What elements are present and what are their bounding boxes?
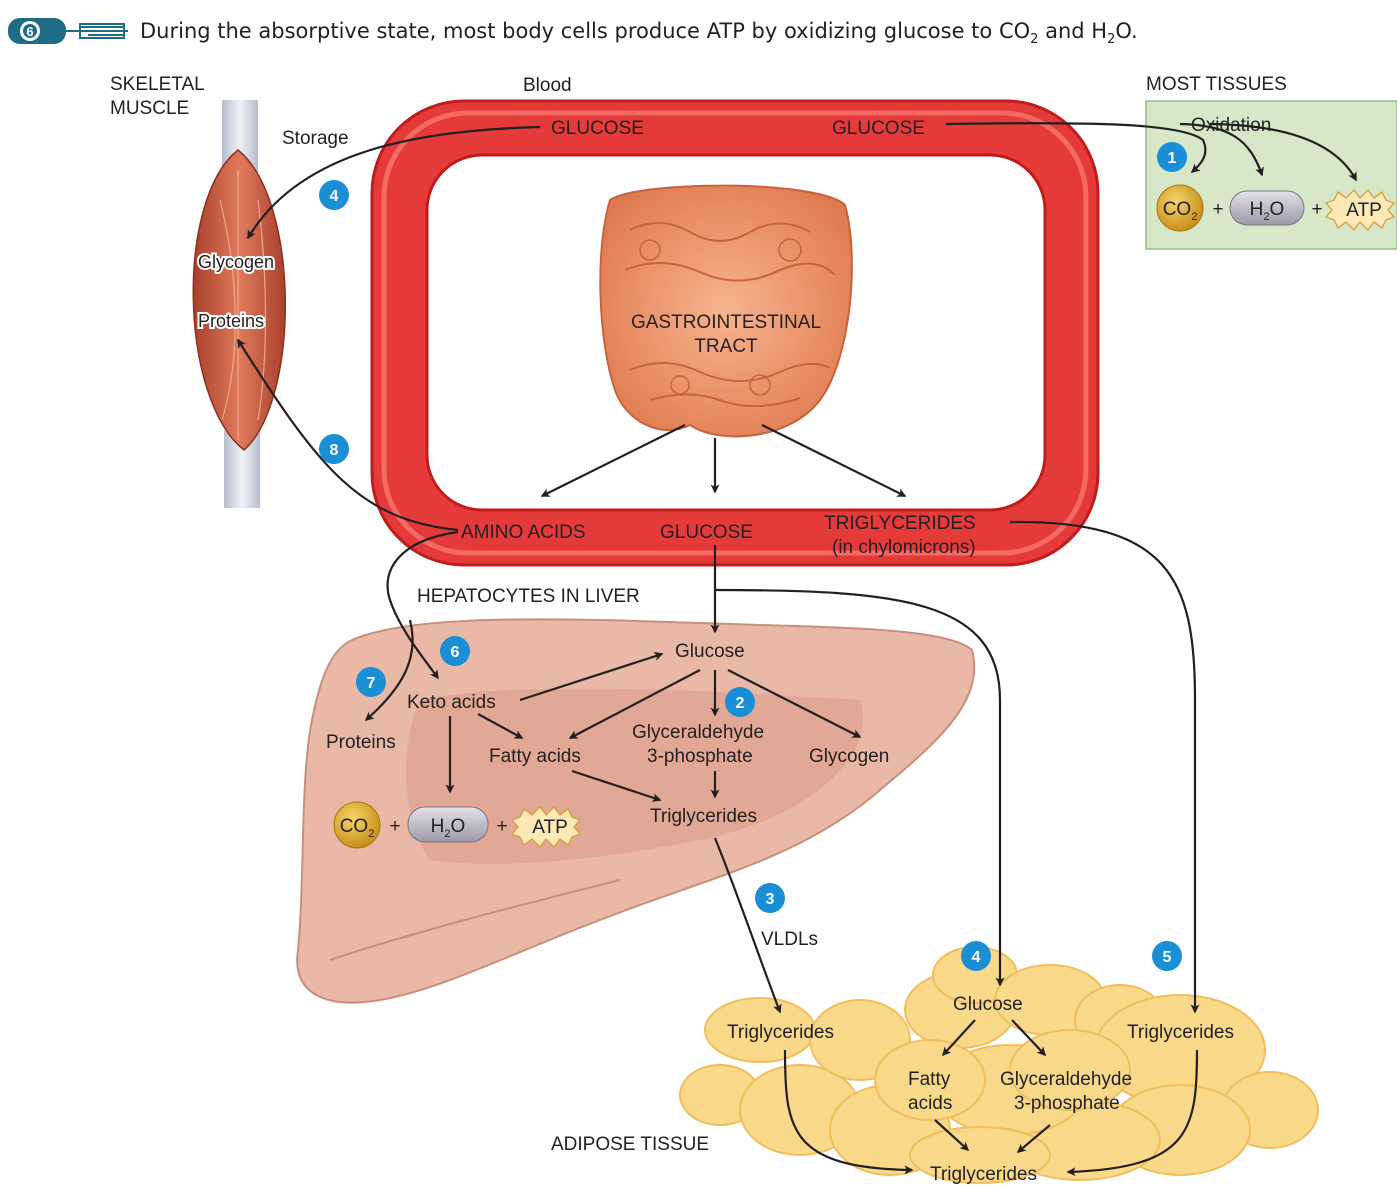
muscle-glycogen: Glycogen bbox=[198, 252, 274, 272]
adipose-tissue-label: ADIPOSE TISSUE bbox=[551, 1134, 709, 1155]
step-badge-1: 1 bbox=[1157, 142, 1187, 172]
caption: 6 During the absorptive state, most body… bbox=[8, 18, 1138, 47]
adipose-triglycerides-left: Triglycerides bbox=[727, 1022, 834, 1043]
liver-g3p-2: 3-phosphate bbox=[647, 746, 753, 767]
blood-glucose-bottom: GLUCOSE bbox=[660, 522, 753, 543]
liver-triglycerides: Triglycerides bbox=[650, 806, 757, 827]
svg-text:4: 4 bbox=[330, 188, 339, 205]
adipose-glucose: Glucose bbox=[953, 994, 1023, 1015]
blood-glucose-left: GLUCOSE bbox=[551, 118, 644, 139]
liver bbox=[297, 619, 974, 1002]
key-lock-icon: 6 bbox=[8, 18, 128, 44]
blood-glucose-right: GLUCOSE bbox=[832, 118, 925, 139]
step-badge-3: 3 bbox=[755, 883, 785, 913]
adipose-triglycerides-bottom: Triglycerides bbox=[930, 1164, 1037, 1185]
liver-glycogen: Glycogen bbox=[809, 746, 889, 767]
svg-text:1: 1 bbox=[1168, 150, 1177, 167]
svg-text:+: + bbox=[1311, 199, 1322, 220]
step-badge-8: 8 bbox=[319, 434, 349, 464]
step-badge-7: 7 bbox=[356, 667, 386, 697]
svg-text:8: 8 bbox=[330, 442, 339, 459]
liver-g3p-1: Glyceraldehyde bbox=[632, 722, 764, 743]
step-badge-2: 2 bbox=[725, 687, 755, 717]
svg-text:6: 6 bbox=[451, 644, 460, 661]
adipose-triglycerides-right: Triglycerides bbox=[1127, 1022, 1234, 1043]
liver-proteins: Proteins bbox=[326, 732, 396, 753]
svg-text:+: + bbox=[496, 816, 507, 837]
svg-text:ATP: ATP bbox=[532, 817, 568, 838]
svg-text:6: 6 bbox=[26, 24, 33, 39]
svg-text:ATP: ATP bbox=[1346, 200, 1382, 221]
blood-label: Blood bbox=[523, 75, 572, 96]
intestines-illustration bbox=[600, 186, 852, 437]
svg-text:2: 2 bbox=[736, 695, 745, 712]
liver-keto-acids: Keto acids bbox=[407, 692, 496, 713]
blood-amino-acids: AMINO ACIDS bbox=[461, 522, 586, 543]
adipose-g3p-1: Glyceraldehyde bbox=[1000, 1069, 1132, 1090]
storage-label: Storage bbox=[282, 128, 349, 149]
caption-text: During the absorptive state, most body c… bbox=[140, 19, 1138, 47]
step-badge-4-adipose: 4 bbox=[961, 941, 991, 971]
svg-text:4: 4 bbox=[972, 949, 981, 966]
svg-text:TRACT: TRACT bbox=[694, 336, 758, 357]
blood-chylomicrons: (in chylomicrons) bbox=[832, 537, 976, 558]
skeletal-muscle-illustration bbox=[193, 100, 285, 508]
gi-tract-label: GASTROINTESTINAL bbox=[631, 312, 821, 333]
svg-text:7: 7 bbox=[367, 675, 376, 692]
adipose-g3p-2: 3-phosphate bbox=[1014, 1093, 1120, 1114]
step-badge-4-muscle: 4 bbox=[319, 180, 349, 210]
svg-text:3: 3 bbox=[766, 891, 775, 908]
vldls-label: VLDLs bbox=[761, 929, 818, 950]
muscle-proteins: Proteins bbox=[198, 311, 264, 331]
most-tissues-label: MOST TISSUES bbox=[1146, 74, 1287, 95]
adipose-fatty-2: acids bbox=[908, 1093, 952, 1114]
liver-fatty-acids: Fatty acids bbox=[489, 746, 581, 767]
svg-text:MUSCLE: MUSCLE bbox=[110, 98, 189, 119]
hepatocytes-label: HEPATOCYTES IN LIVER bbox=[417, 586, 640, 607]
svg-text:+: + bbox=[389, 816, 400, 837]
svg-text:5: 5 bbox=[1163, 949, 1172, 966]
blood-triglycerides: TRIGLYCERIDES bbox=[824, 513, 976, 534]
step-badge-5: 5 bbox=[1152, 941, 1182, 971]
oxidation-label: Oxidation bbox=[1191, 115, 1271, 136]
svg-text:+: + bbox=[1212, 199, 1223, 220]
arrow-chylomicrons-to-adipose bbox=[1010, 522, 1195, 1012]
step-badge-6: 6 bbox=[440, 636, 470, 666]
skeletal-muscle-label: SKELETAL bbox=[110, 74, 205, 95]
adipose-fatty-1: Fatty bbox=[908, 1069, 951, 1090]
liver-glucose: Glucose bbox=[675, 641, 745, 662]
